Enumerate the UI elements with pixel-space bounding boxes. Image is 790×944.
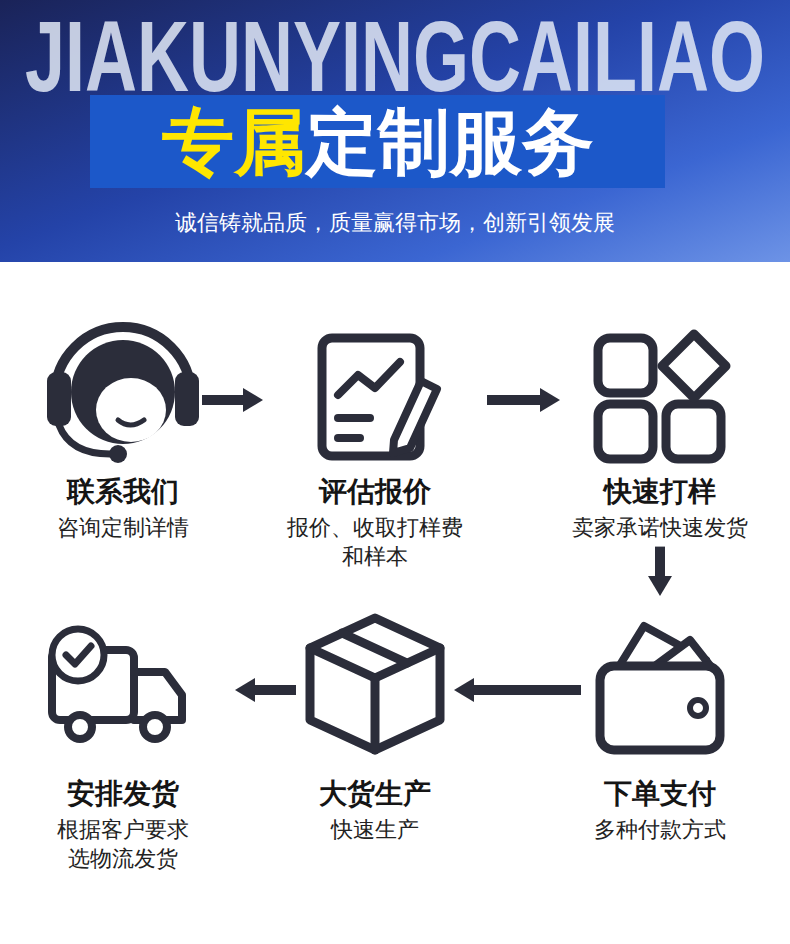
- sample-icon: [598, 334, 726, 459]
- microphone-arm: [59, 425, 110, 454]
- wheel: [68, 715, 92, 739]
- title-text: 专属: [162, 106, 306, 178]
- flow-arrow: [255, 685, 296, 695]
- step-title: 安排发货: [23, 776, 223, 812]
- wallet: [600, 666, 720, 750]
- step-description: 卖家承诺快速发货: [564, 514, 756, 543]
- check-mark: [66, 646, 91, 664]
- square: [666, 404, 721, 459]
- text-line: [338, 414, 370, 422]
- check-circle: [52, 629, 104, 681]
- watermark: JIAKUNYINGCAILIAO: [25, 6, 765, 106]
- box-outline: [310, 618, 440, 750]
- truck-icon: [52, 629, 182, 739]
- step-title: 下单支付: [585, 776, 735, 812]
- step-title: 大货生产: [300, 776, 450, 812]
- step-node: 下单支付多种付款方式: [585, 600, 735, 845]
- microphone: [109, 445, 127, 463]
- step-node: 联系我们咨询定制详情: [48, 312, 198, 543]
- flow-arrow: [474, 685, 581, 695]
- wheel: [143, 715, 167, 739]
- support-icon: [47, 327, 199, 463]
- smile: [118, 420, 144, 425]
- box-edge: [371, 678, 380, 750]
- step-description: 报价、收取打样费 和样本: [275, 514, 475, 571]
- square: [598, 404, 653, 459]
- diamond: [662, 334, 726, 398]
- step-title: 评估报价: [275, 474, 475, 510]
- ear-cup: [47, 372, 71, 426]
- text-line: [338, 434, 360, 442]
- flow-arrow: [487, 395, 540, 405]
- box-icon: [310, 618, 440, 750]
- flow-arrow: [202, 395, 243, 405]
- wallet-icon: [600, 626, 720, 750]
- step-node: 大货生产快速生产: [300, 600, 450, 845]
- chart-line: [338, 362, 400, 395]
- face: [96, 378, 166, 442]
- step-title: 快速打样: [564, 474, 756, 510]
- flow-arrow: [655, 547, 665, 576]
- pencil: [393, 381, 437, 453]
- step-node: 评估报价报价、收取打样费 和样本: [267, 312, 483, 571]
- title-box: 专属定制服务: [90, 95, 665, 188]
- step-description: 多种付款方式: [585, 816, 735, 845]
- title-text: 定制服务: [306, 106, 594, 178]
- head: [71, 340, 175, 444]
- box-tape: [342, 633, 407, 663]
- step-description: 快速生产: [300, 816, 450, 845]
- step-description: 根据客户要求 选物流发货: [23, 816, 223, 873]
- step-description: 咨询定制详情: [48, 514, 198, 543]
- step-node: 安排发货根据客户要求 选物流发货: [15, 600, 231, 873]
- step-node: 快速打样卖家承诺快速发货: [564, 312, 756, 543]
- quote-icon: [322, 338, 437, 456]
- wallet-button: [690, 700, 706, 716]
- square: [598, 338, 653, 393]
- step-title: 联系我们: [48, 474, 198, 510]
- tagline: 诚信铸就品质，质量赢得市场，创新引领发展: [175, 212, 615, 234]
- ear-cup: [175, 372, 199, 426]
